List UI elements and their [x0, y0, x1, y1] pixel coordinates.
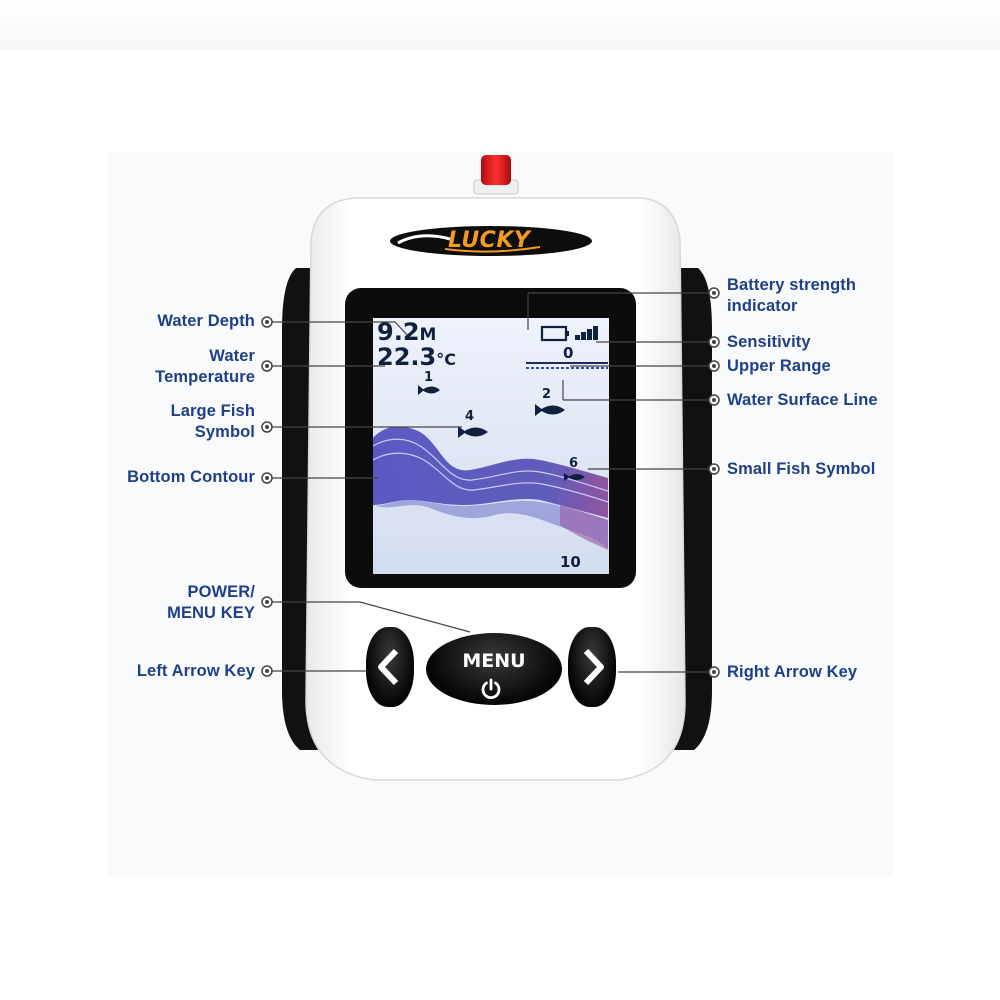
- depth-value: 9.2: [377, 318, 420, 346]
- sensitivity-icon: [575, 326, 598, 340]
- callout-label: Water Surface Line: [727, 391, 878, 409]
- callout-small-fish-symbol: Small Fish Symbol: [727, 459, 875, 480]
- callout-label: Symbol: [194, 423, 255, 441]
- transducer-antenna: [473, 155, 519, 195]
- menu-key-label: MENU: [462, 650, 526, 672]
- water-surface-line: [526, 362, 608, 369]
- power-menu-key[interactable]: [426, 633, 562, 705]
- fish-icon: [418, 385, 440, 395]
- fish-icon: [535, 404, 565, 416]
- callout-water-surface-line: Water Surface Line: [727, 390, 878, 411]
- callout-battery-strength-indicator: Battery strength indicator: [727, 275, 856, 317]
- callout-bottom-contour: Bottom Contour: [127, 467, 255, 488]
- fish-icon: [564, 473, 585, 481]
- callout-sensitivity: Sensitivity: [727, 332, 811, 353]
- callout-label: MENU KEY: [167, 604, 255, 622]
- callout-water-temperature: Water Temperature: [155, 346, 255, 388]
- callout-label: indicator: [727, 297, 798, 315]
- callout-left-arrow-key: Left Arrow Key: [137, 661, 255, 682]
- fish-icon: [458, 426, 488, 438]
- lower-range-value: 10: [560, 553, 581, 571]
- callout-label: Water Depth: [157, 312, 255, 330]
- callout-right-arrow-key: Right Arrow Key: [727, 662, 857, 683]
- right-arrow-icon: [583, 648, 604, 686]
- temperature-value: 22.3: [377, 343, 437, 371]
- battery-icon: [540, 325, 569, 342]
- fish-depth-label: 6: [569, 456, 579, 471]
- upper-range-value: 0: [563, 344, 574, 362]
- callout-label: Small Fish Symbol: [727, 460, 876, 478]
- callout-label: Battery strength: [727, 276, 857, 294]
- temperature-unit: °C: [436, 350, 456, 369]
- depth-readout: 9.2M: [377, 318, 436, 346]
- left-arrow-key[interactable]: [366, 627, 414, 707]
- callout-label: Bottom Contour: [127, 468, 255, 486]
- fish-depth-label: 4: [465, 409, 475, 424]
- callout-large-fish-symbol: Large Fish Symbol: [171, 401, 255, 443]
- brand-logo: [390, 226, 592, 256]
- left-arrow-icon: [378, 648, 399, 686]
- depth-unit: M: [419, 325, 437, 345]
- callout-label: Sensitivity: [727, 333, 811, 351]
- callout-water-depth: Water Depth: [157, 311, 255, 332]
- temperature-readout: 22.3°C: [377, 343, 456, 371]
- callout-label: Upper Range: [727, 357, 831, 375]
- bottom-contour: [372, 426, 609, 550]
- callout-label: Temperature: [155, 368, 255, 386]
- brand-name: LUCKY: [448, 228, 531, 253]
- right-arrow-key[interactable]: [568, 627, 616, 707]
- fish-depth-label: 2: [542, 387, 552, 402]
- fish-depth-label: 1: [424, 370, 434, 385]
- callout-label: POWER/: [187, 583, 255, 601]
- leader-lines: [268, 292, 714, 673]
- top-backdrop: [0, 0, 1000, 50]
- callout-label: Large Fish: [170, 402, 255, 420]
- power-icon: [481, 678, 501, 700]
- callout-power-menu-key: POWER/ MENU KEY: [167, 582, 255, 624]
- callout-label: Water: [209, 347, 255, 365]
- callout-upper-range: Upper Range: [727, 356, 831, 377]
- callout-label: Right Arrow Key: [727, 663, 858, 681]
- callout-label: Left Arrow Key: [136, 662, 255, 680]
